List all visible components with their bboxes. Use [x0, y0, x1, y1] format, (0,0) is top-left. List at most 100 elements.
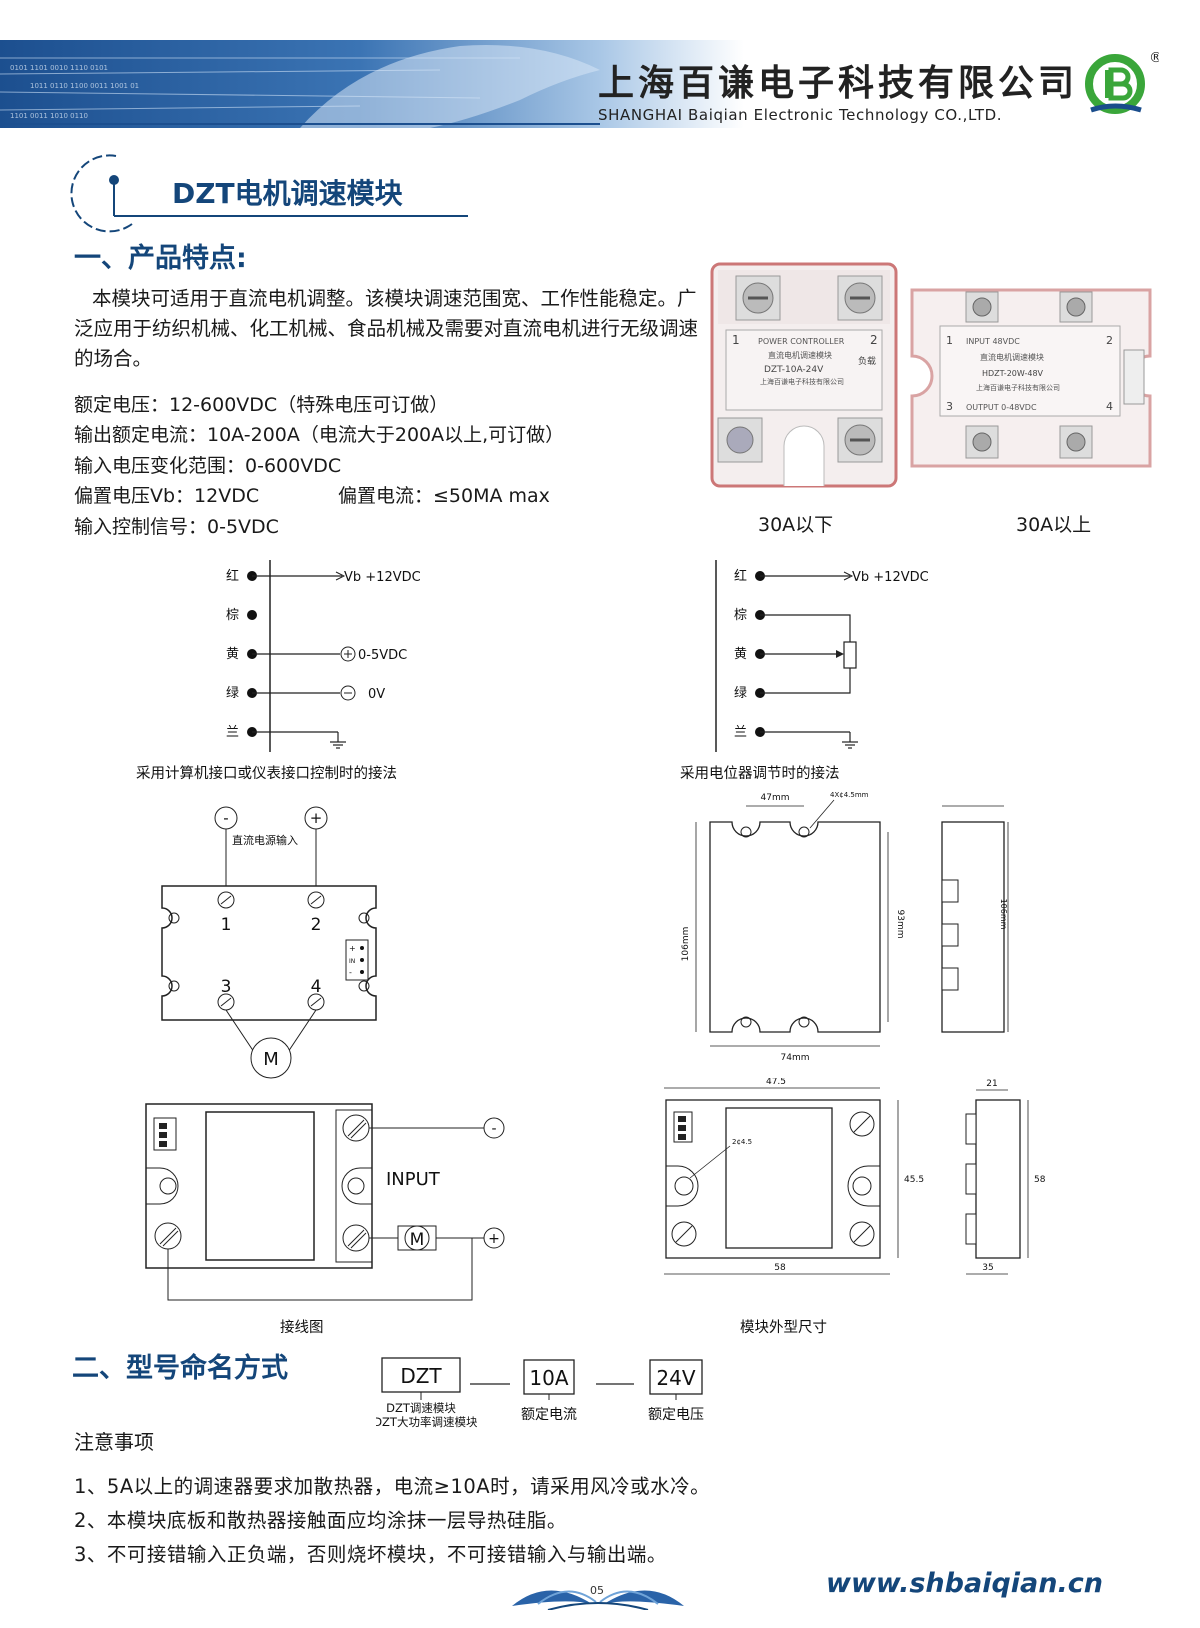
svg-text:1: 1: [221, 915, 232, 935]
svg-text:额定电流: 额定电流: [521, 1407, 577, 1423]
svg-text:INPUT: INPUT: [386, 1169, 441, 1190]
feature-text: 本模块可适用于直流电机调整。该模块调速范围宽、工作性能稳定。广泛应用于纺织机械、…: [74, 287, 699, 370]
dimension-drawing-small: 47.5 2¢4.5 45.5 58 21 58 35: [664, 1078, 1046, 1275]
svg-text:POWER CONTROLLER: POWER CONTROLLER: [758, 337, 845, 346]
svg-text:1101 0011 1010 0110: 1101 0011 1010 0110: [10, 112, 88, 120]
spec-bias-voltage: 偏置电压Vb：12VDC: [74, 485, 260, 507]
svg-text:24V: 24V: [656, 1366, 695, 1390]
svg-text:-: -: [223, 809, 228, 827]
wiring-diagram-interface: 红 棕 黄 绿 兰 Vb +12VDC 0-5VDC 0V: [226, 560, 421, 752]
spec-rated-voltage: 额定电压：12-600VDC（特殊电压可订做）: [74, 394, 449, 416]
svg-text:直流电机调速模块: 直流电机调速模块: [768, 350, 832, 360]
title-decoration: [70, 154, 468, 233]
svg-text:0-5VDC: 0-5VDC: [358, 648, 407, 663]
svg-text:0V: 0V: [368, 687, 385, 702]
svg-text:4X¢4.5mm: 4X¢4.5mm: [830, 791, 869, 799]
note-item-1: 1、5A以上的调速器要求加散热器，电流≥10A时，请采用风冷或水冷。: [74, 1475, 711, 1498]
company-name-cn: 上海百谦电子科技有限公司: [598, 62, 1079, 104]
terminal-diagram: - + 直流电源输入 1 2 3 4 + IN - M: [161, 806, 377, 1079]
wiring-right-caption: 采用电位器调节时的接法: [680, 766, 840, 782]
module-photo-small: 1 POWER CONTROLLER 直流电机调速模块 DZT-10A-24V …: [710, 262, 898, 488]
svg-text:2: 2: [1106, 334, 1113, 347]
website-url[interactable]: www.shbaiqian.cn: [826, 1568, 1103, 1599]
feature-paragraph: 本模块可适用于直流电机调整。该模块调速范围宽、工作性能稳定。广泛应用于纺织机械、…: [74, 284, 714, 374]
svg-text:+: +: [488, 1231, 500, 1247]
connection-caption: 接线图: [280, 1320, 324, 1336]
svg-text:-: -: [491, 1121, 496, 1137]
svg-text:93mm: 93mm: [895, 910, 905, 939]
svg-text:Vb +12VDC: Vb +12VDC: [852, 570, 929, 585]
svg-text:绿: 绿: [734, 686, 747, 701]
svg-text:红: 红: [734, 568, 747, 584]
svg-text:上海百谦电子科技有限公司: 上海百谦电子科技有限公司: [976, 383, 1060, 392]
svg-text:上海百谦电子科技有限公司: 上海百谦电子科技有限公司: [760, 377, 844, 386]
dimension-drawing-large: 47mm 4X¢4.5mm 106mm 93mm 74mm 34mm 106mm: [681, 791, 1009, 1063]
photo-caption-small: 30A以下: [758, 514, 834, 536]
svg-text:35: 35: [982, 1263, 993, 1273]
svg-text:3: 3: [946, 400, 953, 413]
model-naming-diagram: DZT 10A 24V DZT调速模块 HDZT大功率调速模块 额定电流 额定电…: [376, 1357, 704, 1429]
footer-wave-decoration: [512, 1590, 684, 1610]
page-title: DZT电机调速模块: [172, 177, 403, 210]
svg-text:DZT: DZT: [400, 1364, 442, 1388]
svg-text:棕: 棕: [226, 608, 239, 623]
svg-text:10A: 10A: [529, 1366, 568, 1390]
svg-text:1011 0110 1100 0011 1001 01: 1011 0110 1100 0011 1001 01: [30, 82, 139, 90]
module-photo-large: 1 INPUT 48VDC 2 直流电机调速模块 HDZT-20W-48V 上海…: [910, 288, 1152, 468]
svg-text:IN: IN: [349, 958, 355, 965]
svg-text:HDZT大功率调速模块: HDZT大功率调速模块: [376, 1415, 478, 1429]
svg-text:负载: 负载: [858, 355, 876, 367]
svg-text:4: 4: [311, 977, 322, 997]
registered-mark: ®: [1149, 50, 1159, 66]
svg-text:棕: 棕: [734, 608, 747, 623]
svg-text:绿: 绿: [226, 686, 239, 701]
svg-text:兰: 兰: [226, 725, 239, 740]
header-banner: 0101 1101 0010 1110 0101 1011 0110 1100 …: [0, 40, 1200, 128]
svg-text:直流电机调速模块: 直流电机调速模块: [980, 352, 1044, 362]
svg-text:HDZT-20W-48V: HDZT-20W-48V: [982, 369, 1044, 378]
svg-text:+: +: [310, 809, 323, 827]
wiring-diagram-potentiometer: 红 棕 黄 绿 兰 Vb +12VDC: [715, 560, 929, 752]
spec-input-range: 输入电压变化范围：0-600VDC: [74, 455, 342, 477]
notes-heading: 注意事项: [74, 1430, 154, 1454]
svg-text:4: 4: [1106, 400, 1113, 413]
svg-text:Vb +12VDC: Vb +12VDC: [344, 570, 421, 585]
connection-diagram: - INPUT M +: [145, 1103, 505, 1301]
company-name-en: SHANGHAI Baiqian Electronic Technology C…: [598, 106, 1003, 124]
svg-text:47.5: 47.5: [766, 1078, 786, 1087]
svg-text:45.5: 45.5: [904, 1175, 924, 1185]
svg-text:黄: 黄: [734, 647, 747, 662]
note-item-3: 3、不可接错输入正负端，否则烧坏模块，不可接错输入与输出端。: [74, 1543, 667, 1566]
svg-text:DZT-10A-24V: DZT-10A-24V: [764, 365, 824, 375]
svg-text:DZT调速模块: DZT调速模块: [386, 1401, 456, 1415]
note-item-2: 2、本模块底板和散热器接触面应均涂抹一层导热硅脂。: [74, 1509, 567, 1532]
company-logo: ®: [1085, 50, 1159, 114]
section2-heading: 二、型号命名方式: [72, 1353, 288, 1384]
svg-text:红: 红: [226, 568, 239, 584]
svg-text:+: +: [349, 944, 356, 953]
svg-text:2¢4.5: 2¢4.5: [732, 1138, 752, 1146]
svg-text:1: 1: [946, 334, 953, 347]
spec-control-signal: 输入控制信号：0-5VDC: [74, 516, 279, 538]
svg-text:21: 21: [986, 1079, 997, 1089]
photo-caption-large: 30A以上: [1016, 514, 1092, 536]
svg-text:0101 1101 0010 1110 0101: 0101 1101 0010 1110 0101: [10, 64, 108, 72]
wiring-left-caption: 采用计算机接口或仪表接口控制时的接法: [136, 766, 397, 782]
spec-rated-current: 输出额定电流：10A-200A（电流大于200A以上,可订做）: [74, 424, 565, 446]
svg-text:-: -: [349, 968, 352, 977]
svg-text:58: 58: [1034, 1175, 1046, 1185]
svg-text:106mm: 106mm: [681, 927, 691, 962]
dimension-caption: 模块外型尺寸: [740, 1320, 827, 1336]
svg-text:3: 3: [221, 977, 232, 997]
svg-text:M: M: [263, 1049, 279, 1070]
svg-text:黄: 黄: [226, 647, 239, 662]
svg-text:58: 58: [774, 1263, 786, 1273]
svg-text:74mm: 74mm: [781, 1053, 810, 1063]
svg-text:直流电源输入: 直流电源输入: [232, 833, 298, 847]
svg-text:OUTPUT 0-48VDC: OUTPUT 0-48VDC: [966, 403, 1037, 412]
svg-text:额定电压: 额定电压: [648, 1407, 704, 1423]
svg-text:1: 1: [732, 333, 740, 347]
svg-text:M: M: [410, 1230, 425, 1250]
svg-text:2: 2: [870, 333, 878, 347]
spec-bias-current: 偏置电流：≤50MA max: [338, 485, 550, 507]
